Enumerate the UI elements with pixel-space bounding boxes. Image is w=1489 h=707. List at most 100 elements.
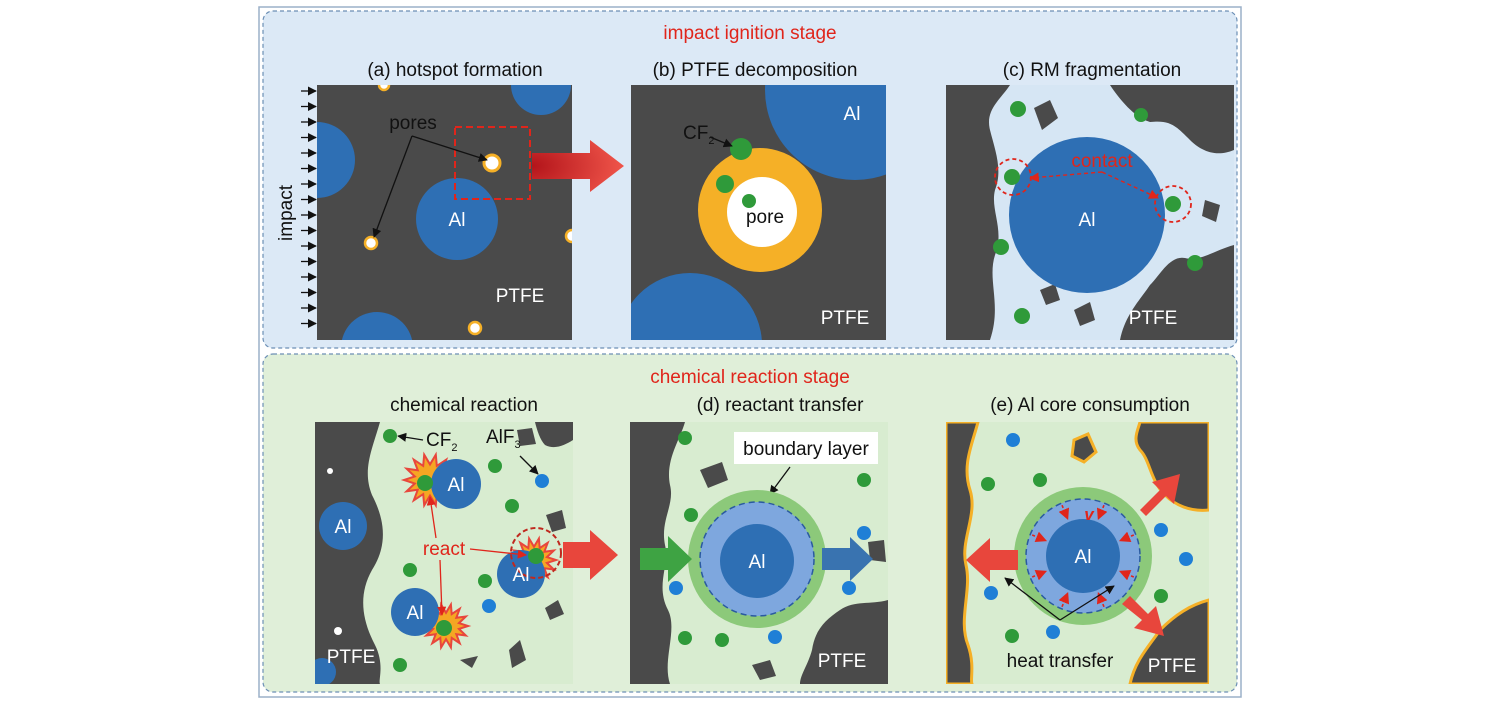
consumption-arrow: [1118, 531, 1135, 543]
panel-e-title: (e) Al core consumption: [990, 395, 1190, 416]
shell-boundary: [699, 501, 815, 617]
stage2-title: chemical reaction stage: [650, 367, 850, 388]
cf2-molecule: [1005, 629, 1019, 643]
cf2-pointer: [397, 432, 424, 442]
heat-arrow-down: [1122, 596, 1164, 636]
consumption-arrow: [1031, 531, 1048, 543]
ptfe-label: PTFE: [821, 308, 870, 329]
ptfe-label: PTFE: [1148, 656, 1197, 677]
reaction-ring: [510, 527, 562, 579]
impact-label: impact: [276, 184, 297, 241]
heat-transfer-label: heat transfer: [1007, 651, 1114, 672]
al-core: [1046, 519, 1120, 593]
al-core: [720, 524, 794, 598]
al-particle: [631, 273, 762, 340]
cf2-label: CF2: [426, 430, 457, 454]
cf2-molecule: [478, 574, 492, 588]
react-label: react: [423, 539, 466, 560]
cf2-molecule: [716, 175, 734, 193]
consumption-arrow: [1058, 504, 1070, 521]
cf2-molecule: [715, 633, 729, 647]
cf2-label: CF2: [683, 123, 714, 147]
cf2-molecule: [1154, 589, 1168, 603]
panel-a: pores Al PTFE impact: [276, 85, 572, 340]
cf2-molecule: [1010, 101, 1026, 117]
heat-pointer: [1004, 577, 1061, 621]
cf2-molecule: [393, 658, 407, 672]
contact-pointer: [1029, 171, 1103, 183]
alf3-molecule: [768, 630, 782, 644]
pore: [327, 468, 333, 474]
ptfe-fragment: [752, 660, 776, 680]
ptfe-label: PTFE: [327, 647, 376, 668]
panel-c-title: (c) RM fragmentation: [1003, 60, 1181, 81]
pore: [363, 235, 379, 251]
panel-chem-title: chemical reaction: [390, 395, 538, 416]
cf2-molecule: [488, 459, 502, 473]
zoom-box: [454, 126, 531, 200]
react-pointer: [426, 496, 437, 539]
ptfe-fragment: [545, 600, 564, 620]
panel-b-title: (b) PTFE decomposition: [653, 60, 858, 81]
ptfe-fragment: [509, 640, 526, 668]
ptfe-fragment: [517, 428, 536, 446]
al-particle: [765, 85, 886, 180]
ptfe-fragment: [546, 510, 566, 532]
cf2-molecule: [1187, 255, 1203, 271]
alf3-molecule: [482, 599, 496, 613]
panel-b: CF2 pore Al PTFE: [631, 85, 886, 340]
al-label: Al: [1075, 547, 1092, 568]
cf2-molecule: [678, 431, 692, 445]
al-particle: [319, 502, 367, 550]
ptfe-fragment: [460, 656, 478, 668]
contact-ring: [1154, 185, 1192, 223]
pore: [377, 85, 391, 92]
cf2-molecule: [678, 631, 692, 645]
consumption-arrow: [1096, 504, 1108, 521]
al-particle: [317, 122, 355, 198]
pores-pointer: [411, 135, 488, 162]
cf2-molecule: [383, 429, 397, 443]
al-particle: [341, 312, 413, 340]
al-particle: [431, 459, 481, 509]
alf3-molecule: [842, 581, 856, 595]
al-label: Al: [448, 475, 465, 496]
react-pointer: [437, 559, 447, 616]
pore: [334, 627, 342, 635]
cf2-molecule: [505, 499, 519, 513]
cf2-molecule: [684, 508, 698, 522]
cf2-molecule: [730, 138, 752, 160]
alf3-molecule: [1046, 625, 1060, 639]
ptfe-fragment: [1040, 284, 1060, 305]
ptfe-fragment: [1074, 302, 1095, 326]
boundary-label-bg: [734, 432, 878, 464]
al-label: Al: [749, 552, 766, 573]
pores-label: pores: [389, 113, 437, 134]
cf2-molecule: [857, 473, 871, 487]
alf3-molecule: [984, 586, 998, 600]
ptfe-label: PTFE: [1129, 308, 1178, 329]
panel-a-title: (a) hotspot formation: [367, 60, 542, 81]
stage1-title: impact ignition stage: [663, 23, 836, 44]
boundary-label: boundary layer: [743, 439, 869, 460]
cf2-molecule: [403, 563, 417, 577]
cf2-molecule: [417, 475, 433, 491]
cf2-molecule: [1004, 169, 1020, 185]
al-particle: [391, 588, 439, 636]
ptfe-fragment: [946, 85, 1010, 340]
consumption-arrow: [1058, 591, 1070, 608]
cf2-inflow-arrow: [640, 536, 692, 582]
al-label: Al: [335, 517, 352, 538]
ptfe-label: PTFE: [818, 651, 867, 672]
panel-d: boundary layer Al PTFE: [630, 422, 888, 684]
ptfe-matrix: [946, 422, 980, 684]
ptfe-fragment: [1110, 85, 1234, 154]
contact-label: contact: [1071, 151, 1133, 172]
alf3-molecule: [1006, 433, 1020, 447]
pore: [564, 228, 572, 244]
alf3-molecule: [857, 526, 871, 540]
velocity-label: v: [1084, 505, 1095, 524]
ptfe-fragment: [535, 422, 573, 448]
heat-pointer: [1059, 585, 1115, 621]
